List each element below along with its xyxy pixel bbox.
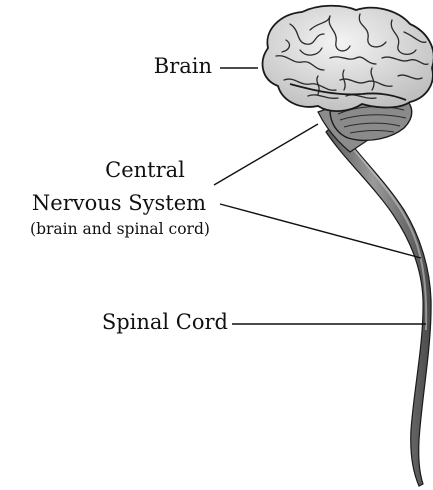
brain-label: Brain [154, 56, 212, 77]
cns-label-note: (brain and spinal cord) [0, 222, 240, 238]
spinal-cord-label: Spinal Cord [102, 312, 228, 333]
spinal-cord-shape [326, 122, 431, 486]
cns-label-line1: Central [60, 160, 230, 181]
brain-illustration [263, 6, 433, 111]
cns-label-line2: Nervous System [20, 193, 218, 214]
